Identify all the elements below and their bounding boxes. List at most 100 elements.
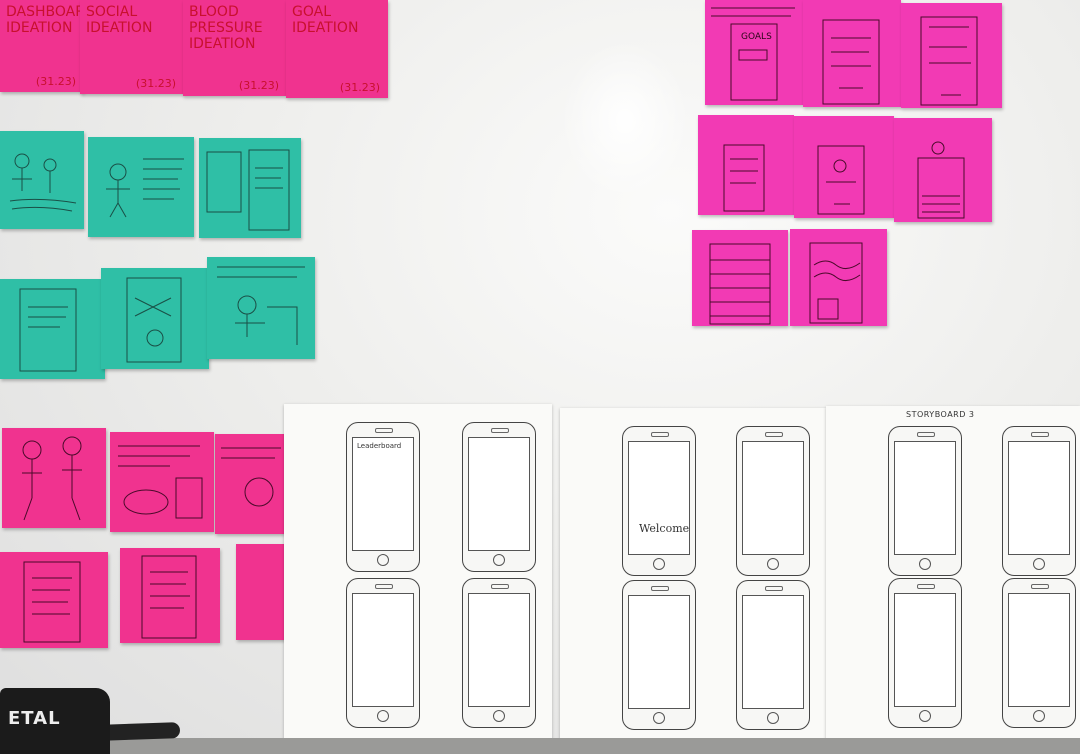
phone-sketch xyxy=(723,144,765,212)
device-sketch xyxy=(118,445,203,519)
marker-eraser: ETAL xyxy=(0,688,110,754)
note-number: (31.23) xyxy=(135,77,176,90)
phone-wireframe xyxy=(1002,426,1076,576)
phone-wireframe xyxy=(736,580,810,730)
home-button xyxy=(1033,710,1045,722)
phone-sketch xyxy=(19,288,77,372)
home-button xyxy=(919,710,931,722)
home-button xyxy=(377,710,389,722)
marker-brand: ETAL xyxy=(8,708,61,729)
phone-screen xyxy=(1008,593,1070,707)
home-button xyxy=(767,712,779,724)
phone-screen xyxy=(468,593,530,707)
sticky-note-teal-sketch xyxy=(101,268,209,369)
sticky-note-storyboard xyxy=(901,3,1002,108)
sticky-note-storyboard xyxy=(790,229,887,326)
phone-screen xyxy=(628,595,690,709)
sticky-note-storyboard xyxy=(120,548,220,643)
home-button xyxy=(377,554,389,566)
sticky-note-storyboard xyxy=(0,552,108,648)
phone-keyboard-sketch xyxy=(917,141,965,219)
phone-speaker xyxy=(1031,584,1049,589)
leaderboard-label: Leaderboard xyxy=(357,442,402,450)
phone-speaker xyxy=(491,584,509,589)
phone-speaker xyxy=(765,586,783,591)
note-number: (31.23) xyxy=(238,79,279,92)
whiteboard-tray xyxy=(0,738,1080,754)
note-number: (31.23) xyxy=(339,81,380,94)
welcome-label: Welcome xyxy=(639,522,690,535)
note-label: BLOOD PRESSURE IDEATION xyxy=(189,4,263,52)
note-label: DASHBOARD IDEATION xyxy=(6,4,84,36)
list-sketch xyxy=(709,243,771,325)
sticky-note-teal-sketch xyxy=(199,138,301,238)
phone-screen: Welcome xyxy=(628,441,690,555)
phone-wireframe xyxy=(1002,578,1076,728)
phone-sketch xyxy=(206,149,290,231)
stick-figure-sketch xyxy=(9,153,77,212)
wireframe-sheet: Leaderboard xyxy=(284,404,552,754)
phone-wireframe xyxy=(888,426,962,576)
sticky-note-storyboard xyxy=(2,428,106,528)
sticky-note-teal-sketch xyxy=(0,131,84,229)
sticky-note-social-ideation: SOCIAL IDEATION (31.23) xyxy=(80,0,184,94)
sticky-note-storyboard xyxy=(894,118,992,222)
sticky-note-teal-sketch xyxy=(0,279,105,379)
phone-speaker xyxy=(651,586,669,591)
home-button xyxy=(653,558,665,570)
phone-screen: Leaderboard xyxy=(352,437,414,551)
sticky-note-storyboard xyxy=(794,116,894,218)
phone-speaker xyxy=(765,432,783,437)
sticky-note-teal-sketch xyxy=(88,137,194,237)
phone-wireframe xyxy=(462,422,536,572)
phone-speaker xyxy=(1031,432,1049,437)
sheet-title: STORYBOARD 3 xyxy=(906,410,975,419)
phone-speaker xyxy=(375,584,393,589)
phone-wireframe xyxy=(462,578,536,728)
home-button xyxy=(493,710,505,722)
phone-screen xyxy=(742,595,804,709)
wireframe-sheet: Welcome xyxy=(560,408,826,754)
phone-speaker xyxy=(491,428,509,433)
phone-sketch xyxy=(23,561,81,643)
face-sketch xyxy=(221,447,281,507)
sticky-note-blood-pressure-ideation: BLOOD PRESSURE IDEATION (31.23) xyxy=(183,0,287,96)
phone-screen xyxy=(468,437,530,551)
phone-sketch xyxy=(817,145,865,215)
sticky-note-goals-storyboard: GOALS xyxy=(705,0,803,105)
wireframe-sheet: STORYBOARD 3 xyxy=(826,406,1080,754)
phone-wireframe xyxy=(346,578,420,728)
phone-wireframe xyxy=(888,578,962,728)
home-button xyxy=(919,558,931,570)
phone-wireframe: Leaderboard xyxy=(346,422,420,572)
sticky-note-goal-ideation: GOAL IDEATION (31.23) xyxy=(286,0,388,98)
phone-wireframe xyxy=(622,580,696,730)
phone-screen xyxy=(352,593,414,707)
phone-wireframe: Welcome xyxy=(622,426,696,576)
phone-speaker xyxy=(651,432,669,437)
graph-sketch xyxy=(809,242,863,324)
home-button xyxy=(493,554,505,566)
phone-speaker xyxy=(917,584,935,589)
home-button xyxy=(653,712,665,724)
sticky-note-storyboard xyxy=(803,0,901,107)
phone-sketch xyxy=(141,555,197,639)
figure-sketch xyxy=(217,266,305,345)
phone-speaker xyxy=(375,428,393,433)
phone-screen xyxy=(894,593,956,707)
phone-sketch xyxy=(711,7,795,101)
phone-sketch xyxy=(126,277,182,363)
sticky-note-storyboard xyxy=(692,230,788,326)
sticky-note-teal-sketch xyxy=(207,257,315,359)
people-sketch xyxy=(22,436,82,521)
phone-sketch xyxy=(822,19,880,105)
phone-speaker xyxy=(917,432,935,437)
note-label: GOAL IDEATION xyxy=(292,4,359,36)
note-number: (31.23) xyxy=(35,75,76,88)
home-button xyxy=(1033,558,1045,570)
phone-screen xyxy=(1008,441,1070,555)
phone-wireframe xyxy=(736,426,810,576)
phone-screen xyxy=(742,441,804,555)
phone-screen xyxy=(894,441,956,555)
